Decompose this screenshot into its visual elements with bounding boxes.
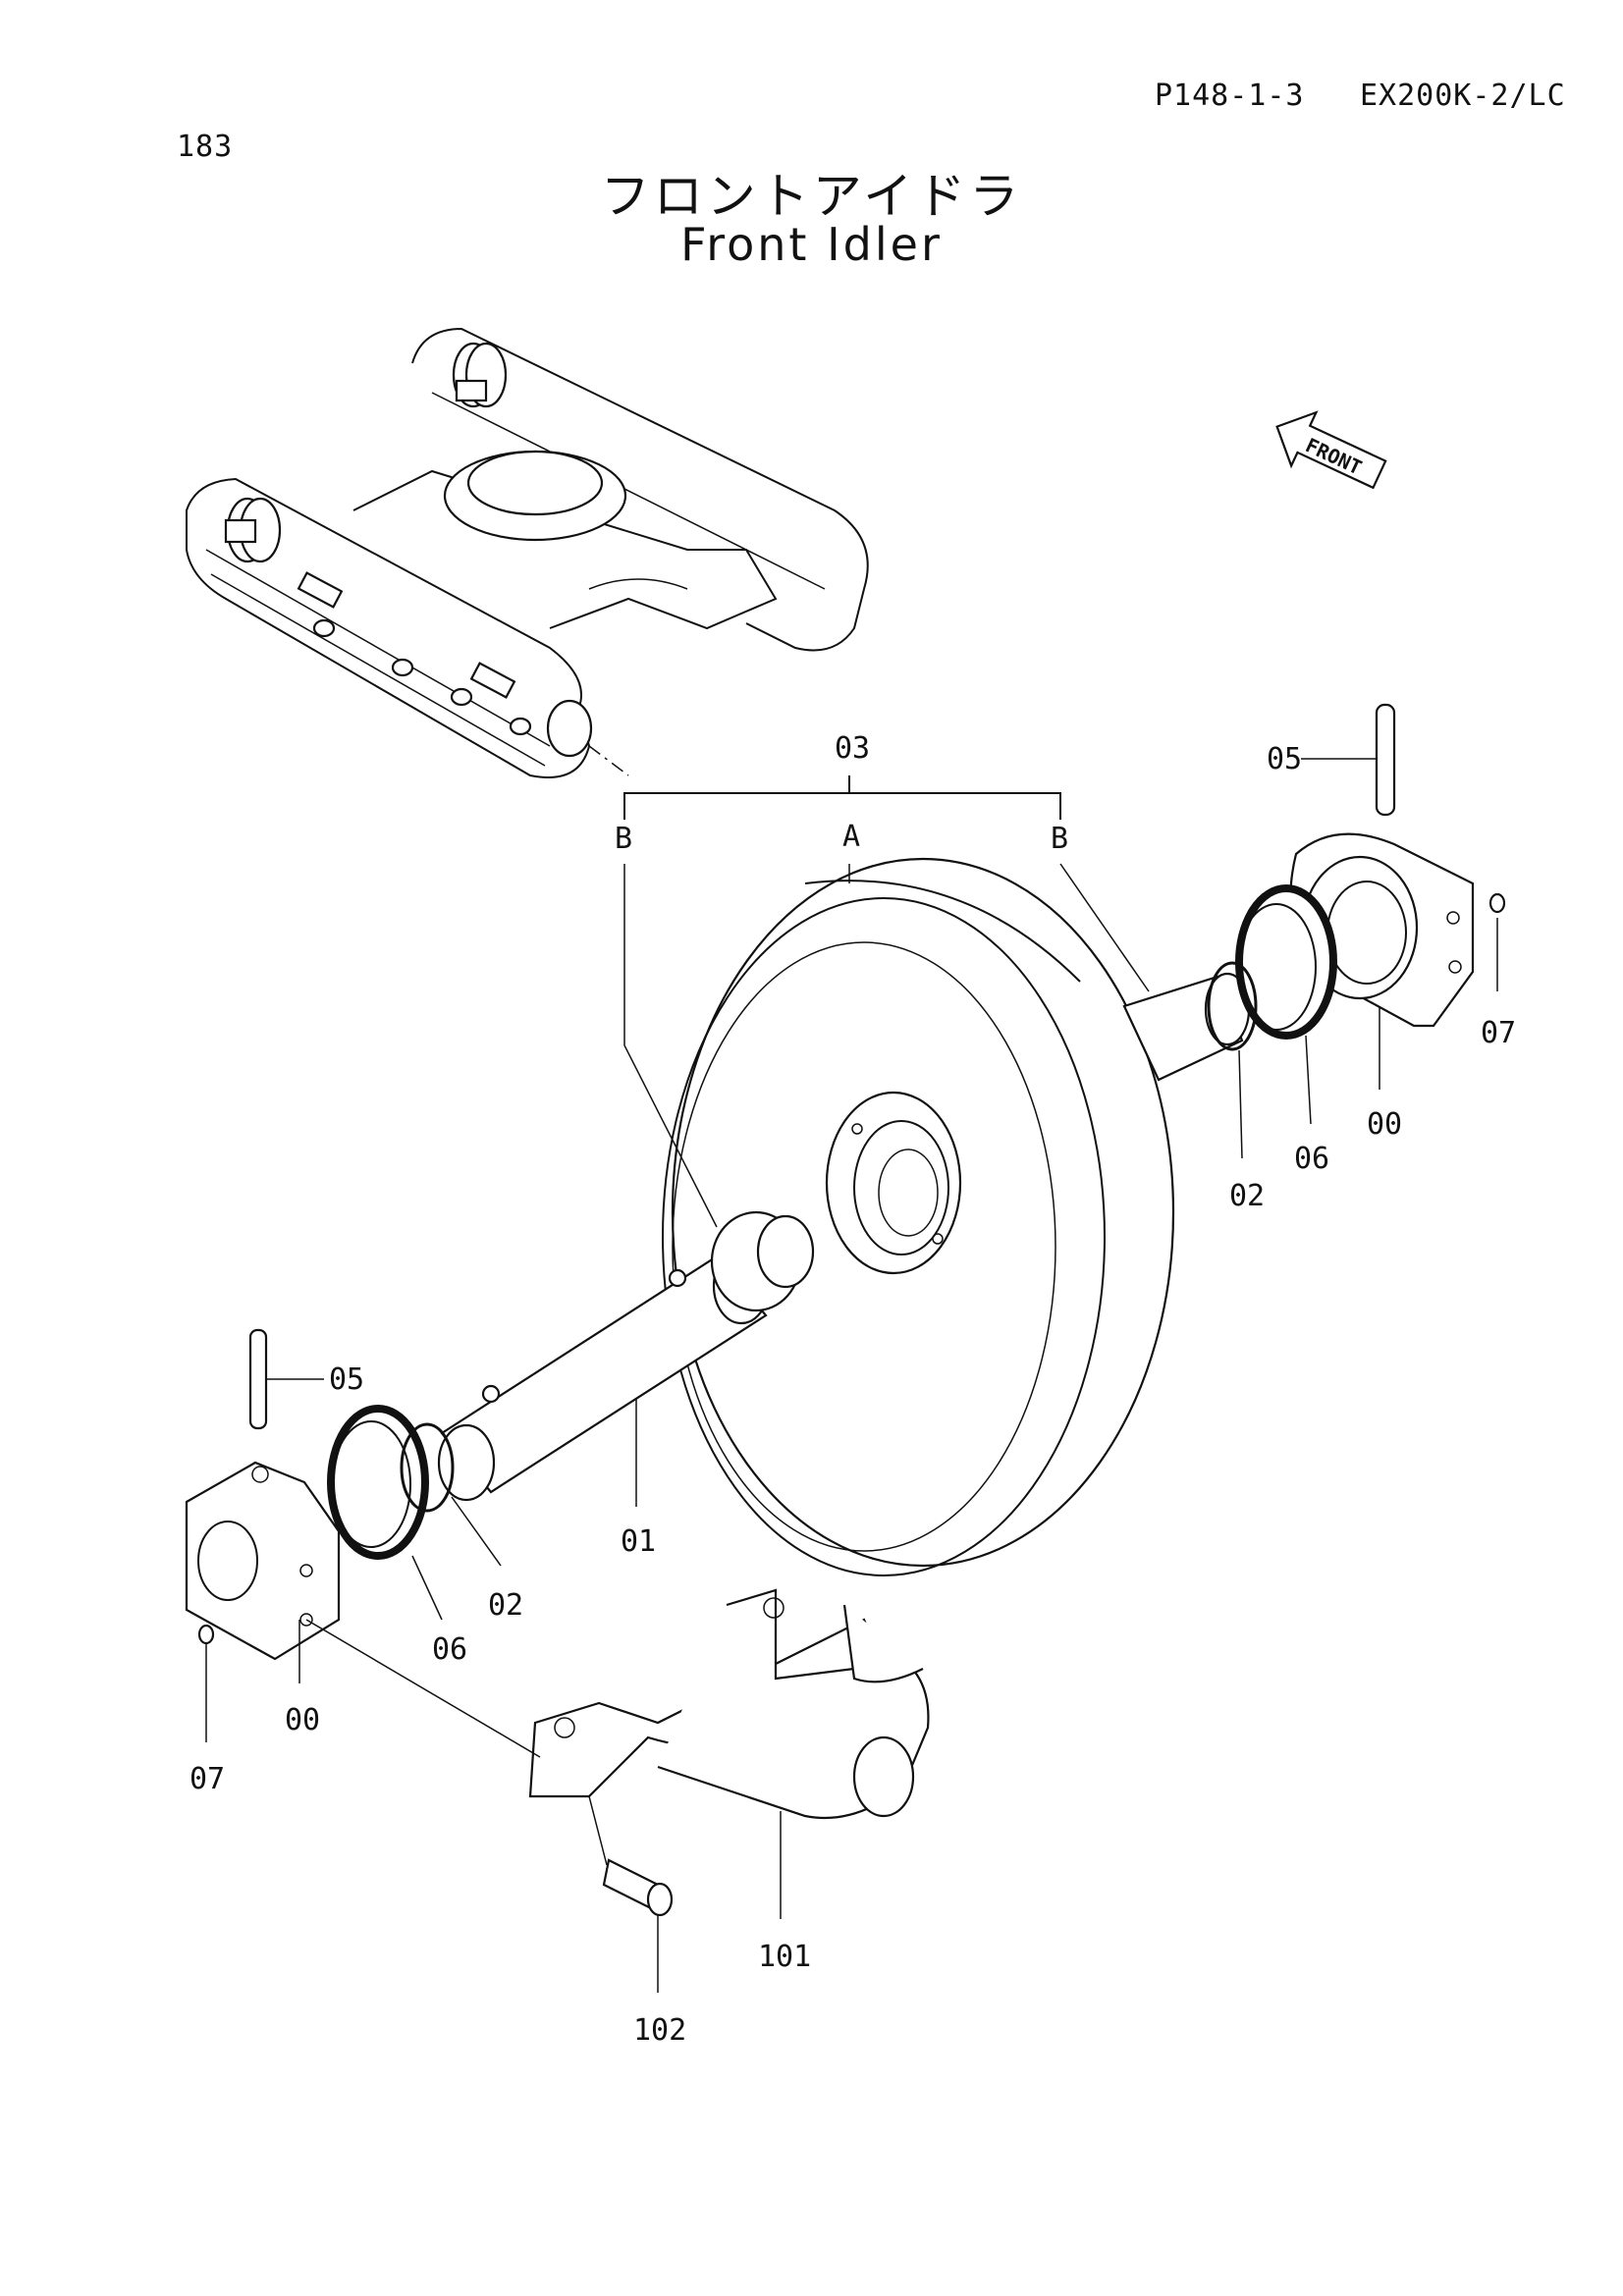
- callout-b-left: B: [615, 822, 632, 856]
- bearing-block-00-left: [185, 1461, 341, 1661]
- callout-a: A: [842, 820, 860, 854]
- callout-06-left: 06: [432, 1632, 467, 1667]
- title-japanese: フロントアイドラ: [600, 168, 1023, 225]
- callout-01: 01: [621, 1524, 656, 1559]
- callout-05-left: 05: [329, 1362, 364, 1397]
- oring-02-left: [400, 1422, 455, 1513]
- page-code: P148-1-3: [1155, 79, 1305, 113]
- leader-lines: [205, 758, 1498, 1993]
- oring-02-right: [1207, 961, 1258, 1051]
- idler-yoke-101: [528, 1588, 930, 1820]
- callout-labels: 03 A B B 05 07 00 06 02 05 01 02 06 00 0…: [189, 731, 1516, 2048]
- callout-00-right: 00: [1367, 1107, 1402, 1142]
- plug-07-left: [197, 1624, 215, 1645]
- idler-wheel: [662, 857, 1175, 1576]
- callout-07-right: 07: [1481, 1016, 1516, 1050]
- callout-02-left: 02: [488, 1588, 523, 1623]
- page-number: 183: [177, 130, 234, 164]
- seal-06-left: [327, 1405, 429, 1560]
- callout-05-right: 05: [1267, 742, 1302, 776]
- callout-b-right: B: [1051, 822, 1068, 856]
- front-arrow-icon: FRONT: [1275, 410, 1387, 490]
- model-code: EX200K-2/LC: [1360, 79, 1566, 113]
- callout-06-right: 06: [1294, 1142, 1329, 1176]
- idler-shaft: [437, 972, 1251, 1502]
- callout-03: 03: [835, 731, 870, 766]
- callout-102: 102: [633, 2013, 686, 2048]
- title-english: Front Idler: [680, 218, 943, 271]
- callout-02-right: 02: [1229, 1179, 1265, 1213]
- callout-101: 101: [758, 1940, 811, 1974]
- callout-07-left: 07: [189, 1762, 225, 1796]
- pin-05-left: [248, 1328, 268, 1430]
- callout-00-left: 00: [285, 1703, 320, 1737]
- undercarriage-overview: [186, 327, 869, 778]
- plug-07-right: [1488, 892, 1506, 914]
- seal-06-right: [1235, 884, 1337, 1040]
- bolt-102: [602, 1858, 674, 1917]
- pin-05-right: [1375, 703, 1396, 817]
